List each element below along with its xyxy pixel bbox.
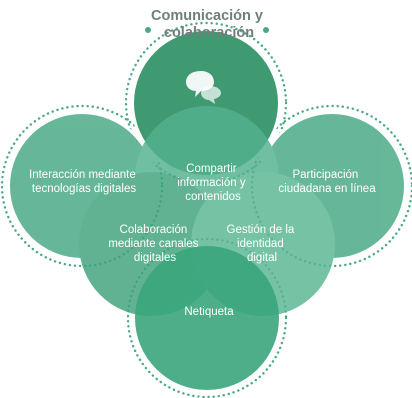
chat-bubbles-icon	[186, 71, 221, 104]
label-center: Compartir información y contenidos	[177, 163, 249, 203]
label-lower-left: Colaboración mediante canales digitales	[108, 224, 201, 264]
title-dot-left	[145, 27, 151, 33]
label-right: Participación ciudadana en línea	[278, 169, 376, 195]
diagram-title: Comunicación y colaboración	[151, 8, 267, 41]
label-lower-right: Gestión de la identidad digital	[227, 224, 298, 264]
title-dot-right	[263, 27, 269, 33]
label-bottom: Netiqueta	[184, 306, 234, 318]
circle-bottom	[135, 246, 279, 390]
label-left: Interacción mediante tecnologías digital…	[29, 169, 139, 195]
